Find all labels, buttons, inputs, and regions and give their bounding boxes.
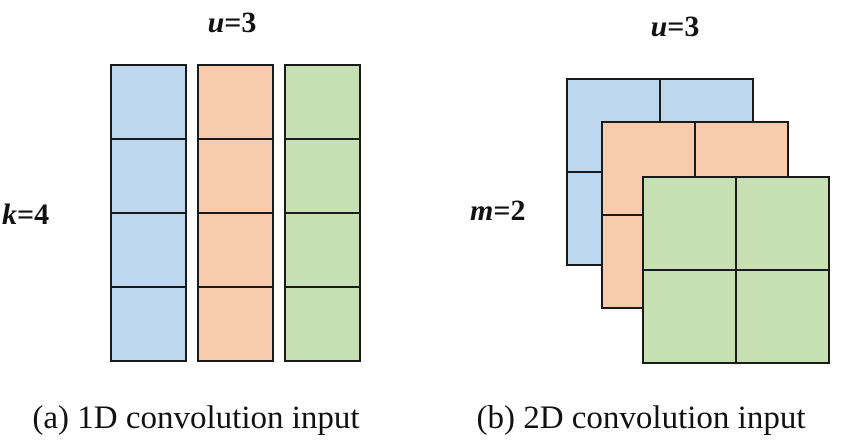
cell-2d-l3-r2-c1 [642, 269, 737, 364]
column-1d-2 [197, 64, 274, 362]
panel-2d-input: u=3 m=2 (b) 2D convolution input [470, 10, 830, 436]
layer-2d-3 [642, 176, 830, 364]
cell-1d-c2-r4 [197, 286, 274, 362]
cell-2d-l3-r2-c2 [735, 269, 830, 364]
cell-1d-c1-r4 [110, 286, 187, 362]
caption-1d: (a) 1D convolution input [32, 400, 359, 436]
columns-1d [110, 64, 361, 362]
cell-1d-c1-r1 [110, 64, 187, 140]
cell-2d-l3-r1-c1 [642, 176, 737, 271]
column-1d-1 [110, 64, 187, 362]
cell-1d-c1-r3 [110, 212, 187, 288]
cell-1d-c2-r3 [197, 212, 274, 288]
cell-1d-c3-r1 [284, 64, 361, 140]
m-label: m=2 [470, 194, 525, 227]
layers-2d [566, 78, 830, 364]
cell-1d-c3-r4 [284, 286, 361, 362]
cell-1d-c2-r1 [197, 64, 274, 140]
panel-1d-input: u=3 k=4 (a) 1D convolution input [2, 6, 361, 436]
caption-2d: (b) 2D convolution input [476, 400, 805, 436]
cell-1d-c3-r3 [284, 212, 361, 288]
cell-1d-c1-r2 [110, 138, 187, 214]
cell-2d-l3-r1-c2 [735, 176, 830, 271]
u-label-1d: u=3 [208, 6, 257, 39]
k-label: k=4 [2, 198, 49, 231]
column-1d-3 [284, 64, 361, 362]
cell-1d-c2-r2 [197, 138, 274, 214]
u-label-2d: u=3 [651, 10, 700, 43]
cell-1d-c3-r2 [284, 138, 361, 214]
